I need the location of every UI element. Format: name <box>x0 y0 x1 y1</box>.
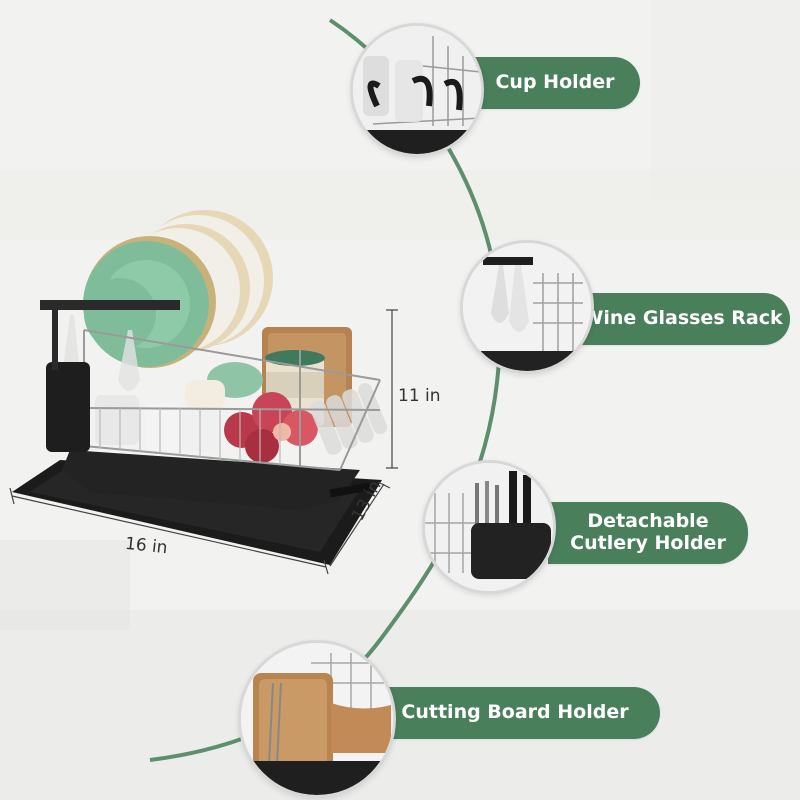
height-dimension-label: 11 in <box>398 386 441 406</box>
width-dimension-label: 16 in <box>124 533 169 559</box>
cutting-board-holder-closeup <box>238 640 396 798</box>
feature-label-wine-glasses-rack: Wine Glasses Rack <box>575 293 790 345</box>
cup-holder-closeup <box>350 23 484 157</box>
feature-label-cutlery-holder: Detachable Cutlery Holder <box>548 502 748 564</box>
cutlery-holder-closeup <box>422 460 556 594</box>
glasses <box>310 383 388 455</box>
rack-wires <box>99 408 281 465</box>
wine-glasses-rack-closeup <box>460 240 594 374</box>
fruit <box>224 392 318 463</box>
cutlery-caddy <box>46 362 90 452</box>
dimension-lines <box>9 309 398 575</box>
feature-label-cutting-board-holder: Cutting Board Holder <box>370 687 660 739</box>
feature-label-cup-holder: Cup Holder <box>470 57 640 109</box>
